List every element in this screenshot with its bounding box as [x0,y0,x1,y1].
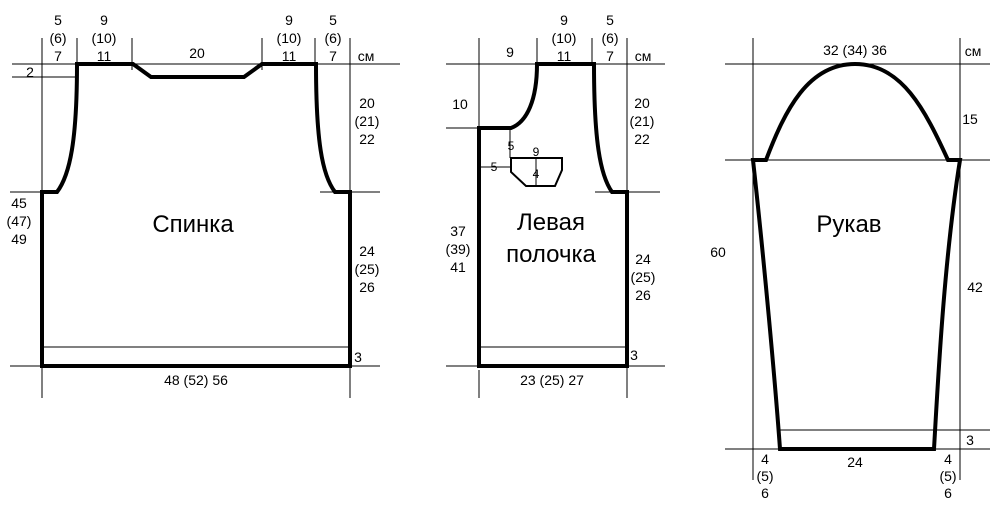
sleeve-taper-left-label-2: (5) [756,468,773,484]
sleeve-taper-left-label-1: 4 [761,451,769,467]
back-neck-left-label-2: (10) [92,30,117,46]
front-shoulder-label-1: 5 [606,12,614,28]
sleeve-cap-height-label: 15 [962,111,978,127]
front-neck-width-label: 9 [506,44,514,60]
back-length-label-1: 45 [11,195,27,211]
sleeve-unit-label: см [965,43,982,59]
back-neck-left-label-3: 11 [97,48,112,64]
sleeve-title: Рукав [816,211,881,238]
back-length-label-2: (47) [7,213,32,229]
front-title-line1: Левая [517,209,585,236]
back-neck-right-label-2: (10) [277,30,302,46]
back-outline [40,62,352,368]
back-unit-label: см [358,48,375,64]
back-neck-left-label-1: 9 [100,12,108,28]
front-pocket-side-offset-label: 5 [491,160,498,174]
back-neck-right-label-1: 9 [285,12,293,28]
front-pocket-width-label: 9 [533,145,540,159]
back-shoulder-right-label-2: (6) [324,30,341,46]
back-armhole-label-1: 20 [359,95,375,111]
sleeve-piece: 32 (34) 36 см 15 Рукав 60 42 3 24 4 (5) … [710,38,990,501]
sleeve-cap-width-label: 32 (34) 36 [823,42,887,58]
sleeve-taper-right-label-3: 6 [944,485,952,501]
front-side-label-3: 26 [635,287,651,303]
back-side-label-3: 26 [359,279,375,295]
back-side-label-2: (25) [355,261,380,277]
sleeve-taper-left-label-3: 6 [761,485,769,501]
back-neck-width-label: 20 [189,45,205,61]
back-shoulder-label-2: (6) [49,30,66,46]
back-shoulder-right-label-3: 7 [329,48,337,64]
front-side-label-1: 24 [635,251,651,267]
back-shoulder-label-1: 5 [54,12,62,28]
front-armhole-label-2: (21) [630,113,655,129]
sleeve-taper-right-label-1: 4 [944,451,952,467]
back-title: Спинка [152,211,234,238]
back-piece: 5 (6) 7 9 (10) 11 20 9 (10) 11 5 (6) 7 с… [7,12,400,398]
front-title-line2: полочка [506,241,596,268]
front-armhole-label-1: 20 [634,95,650,111]
sleeve-length-total-label: 60 [710,244,726,260]
front-shoulder-top-label-3: 11 [557,48,572,64]
front-outline [477,62,629,368]
front-neck-depth-label: 10 [452,96,468,112]
front-side-label-2: (25) [631,269,656,285]
sleeve-length-lower-label: 42 [967,279,983,295]
front-piece: 9 9 (10) 11 5 (6) 7 см 10 20 (21) 22 5 9… [446,12,665,398]
front-shoulder-top-label-1: 9 [560,12,568,28]
front-length-label-2: (39) [446,241,471,257]
front-width-label: 23 (25) 27 [520,372,584,388]
sleeve-taper-right-label-2: (5) [939,468,956,484]
front-pocket-outline [510,157,563,187]
front-length-label-1: 37 [450,223,466,239]
sleeve-cuff-label: 3 [966,432,974,448]
front-pocket-depth-label: 4 [533,167,540,181]
back-neck-right-label-3: 11 [282,48,297,64]
sleeve-cuff-width-label: 24 [847,454,863,470]
back-side-label-1: 24 [359,243,375,259]
back-armhole-label-2: (21) [355,113,380,129]
back-armhole-label-3: 22 [359,131,375,147]
front-unit-label: см [635,48,652,64]
front-armhole-label-3: 22 [634,131,650,147]
front-hem-label: 3 [630,347,638,363]
front-pocket-top-offset-label: 5 [508,139,515,153]
front-shoulder-label-3: 7 [606,48,614,64]
front-shoulder-top-label-2: (10) [552,30,577,46]
back-hem-label: 3 [354,349,362,365]
front-shoulder-label-2: (6) [601,30,618,46]
back-neck-depth-label: 2 [26,64,34,80]
back-width-label: 48 (52) 56 [164,372,228,388]
back-shoulder-label-3: 7 [54,48,62,64]
sleeve-outline [750,61,963,451]
front-length-label-3: 41 [450,259,466,275]
back-shoulder-right-label-1: 5 [329,12,337,28]
back-length-label-3: 49 [11,231,27,247]
